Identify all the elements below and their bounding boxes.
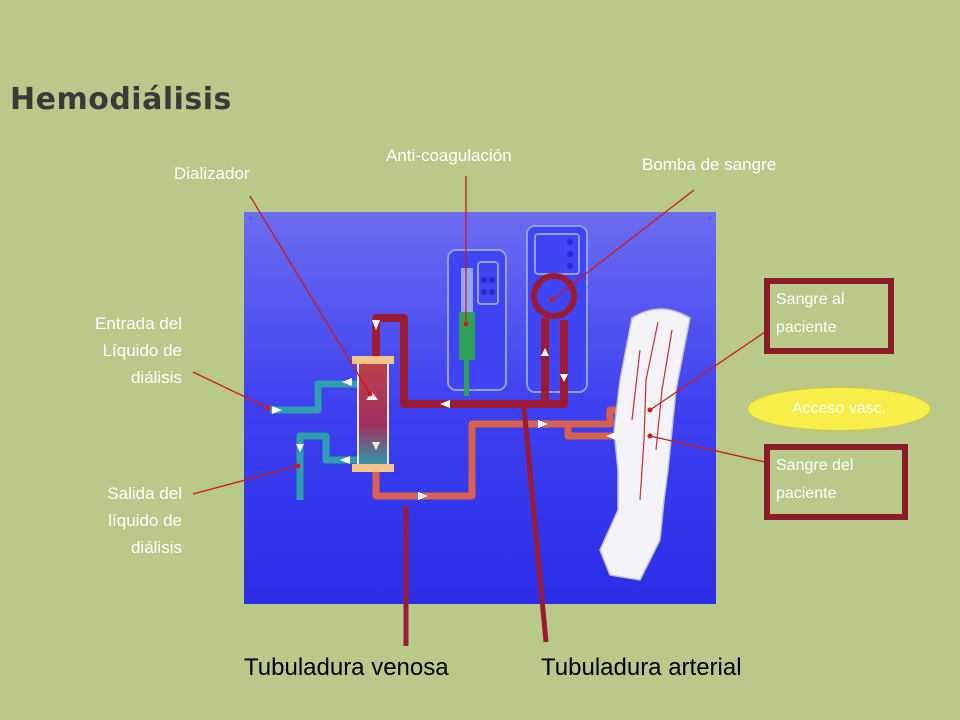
leader-dots [265,297,653,469]
dialyzer [352,356,394,472]
bomba-label: Bomba de sangre [642,155,777,174]
anticoagulacion-label: Anti-coagulación [386,146,512,165]
flow-arrows [272,320,616,500]
dialysate-tubing [270,380,364,500]
anticoagulant-pump [447,249,507,391]
entrada-label: Entrada del Líquido de diálisis [95,314,182,387]
sangre-del-paciente-box: Sangre del paciente [764,444,908,520]
tubing-pointers [403,407,549,646]
arm [599,308,691,581]
leader-lines [192,176,766,495]
tubuladura-venosa-label: Tubuladura venosa [244,654,449,681]
dializador-label: Dializador [174,164,250,183]
syringe [459,268,475,396]
acceso-vascular-oval: Acceso vasc. [747,387,931,431]
blood-pump-loop [531,273,577,319]
sangre-al-paciente-box: Sangre al paciente [764,278,894,354]
page-title: Hemodiálisis [10,82,232,117]
tubuladura-arterial-label: Tubuladura arterial [541,654,742,681]
salida-label: Salida del líquido de diálisis [107,484,182,557]
